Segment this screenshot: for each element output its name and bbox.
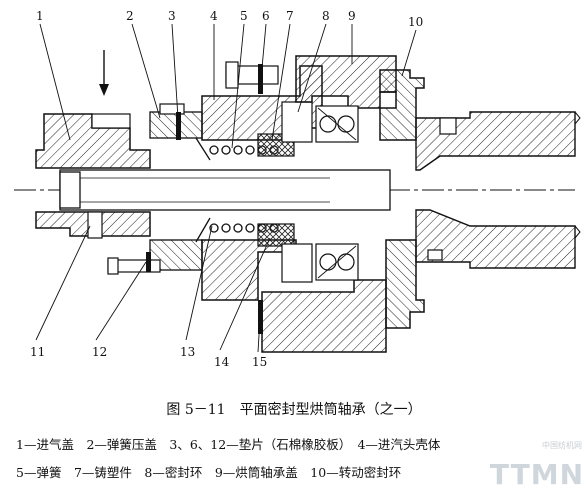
gasket-3: [176, 112, 181, 140]
seal-ring-upper: [281, 101, 313, 143]
label-12: 12: [92, 345, 107, 359]
bolt-upper: [159, 103, 185, 115]
steam-head-housing-lower: [201, 239, 297, 301]
label-5: 5: [240, 9, 248, 23]
label-6: 6: [262, 9, 270, 23]
gasket-6: [258, 64, 263, 94]
ball-bearing-lower: [315, 243, 359, 281]
label-15: 15: [252, 355, 267, 369]
watermark-logo: TTMN: [489, 458, 584, 491]
ball-bearing-upper: [315, 105, 359, 143]
leader-lines: [35, 23, 417, 353]
bearing-drawing: 1 2 3 4 5 6 7 8 9 10 11 12 13 14 15: [14, 9, 581, 369]
gasket-12: [146, 252, 151, 272]
label-7: 7: [286, 9, 294, 23]
label-8: 8: [322, 9, 330, 23]
label-14: 14: [214, 355, 230, 369]
journal-setscrew: [439, 117, 457, 135]
label-3: 3: [168, 9, 176, 23]
label-10: 10: [408, 15, 423, 29]
legend-line-2: 5—弹簧 7—铸塑件 8—密封环 9—烘筒轴承盖 10—转动密封环: [16, 465, 402, 480]
label-9: 9: [348, 9, 356, 23]
label-4: 4: [210, 9, 218, 23]
label-11: 11: [30, 345, 45, 359]
cast-plastic-lower: [257, 223, 295, 247]
inlet-port: [91, 113, 131, 129]
label-13: 13: [180, 345, 195, 359]
part-labels: 1 2 3 4 5 6 7 8 9 10 11 12 13 14 15: [30, 9, 423, 369]
figure-caption: 图 5－11 平面密封型烘筒轴承（之一）: [166, 402, 422, 418]
seal-ring-lower: [281, 243, 313, 283]
journal-setscrew-lower: [427, 249, 443, 261]
small-bolt-left: [87, 211, 103, 239]
gasket-15: [258, 300, 263, 334]
watermark-small: 中国纺机网: [542, 441, 582, 450]
inner-pipe: [59, 169, 391, 211]
bearing-cover-lower: [261, 279, 387, 353]
label-2: 2: [126, 9, 134, 23]
drum-journal-lower: [415, 209, 576, 269]
label-1: 1: [36, 9, 44, 23]
pipe-end-cap: [59, 171, 81, 209]
legend-line-1: 1—进气盖 2—弹簧压盖 3、6、12—垫片（石棉橡胶板） 4—进汽头壳体: [16, 437, 441, 452]
